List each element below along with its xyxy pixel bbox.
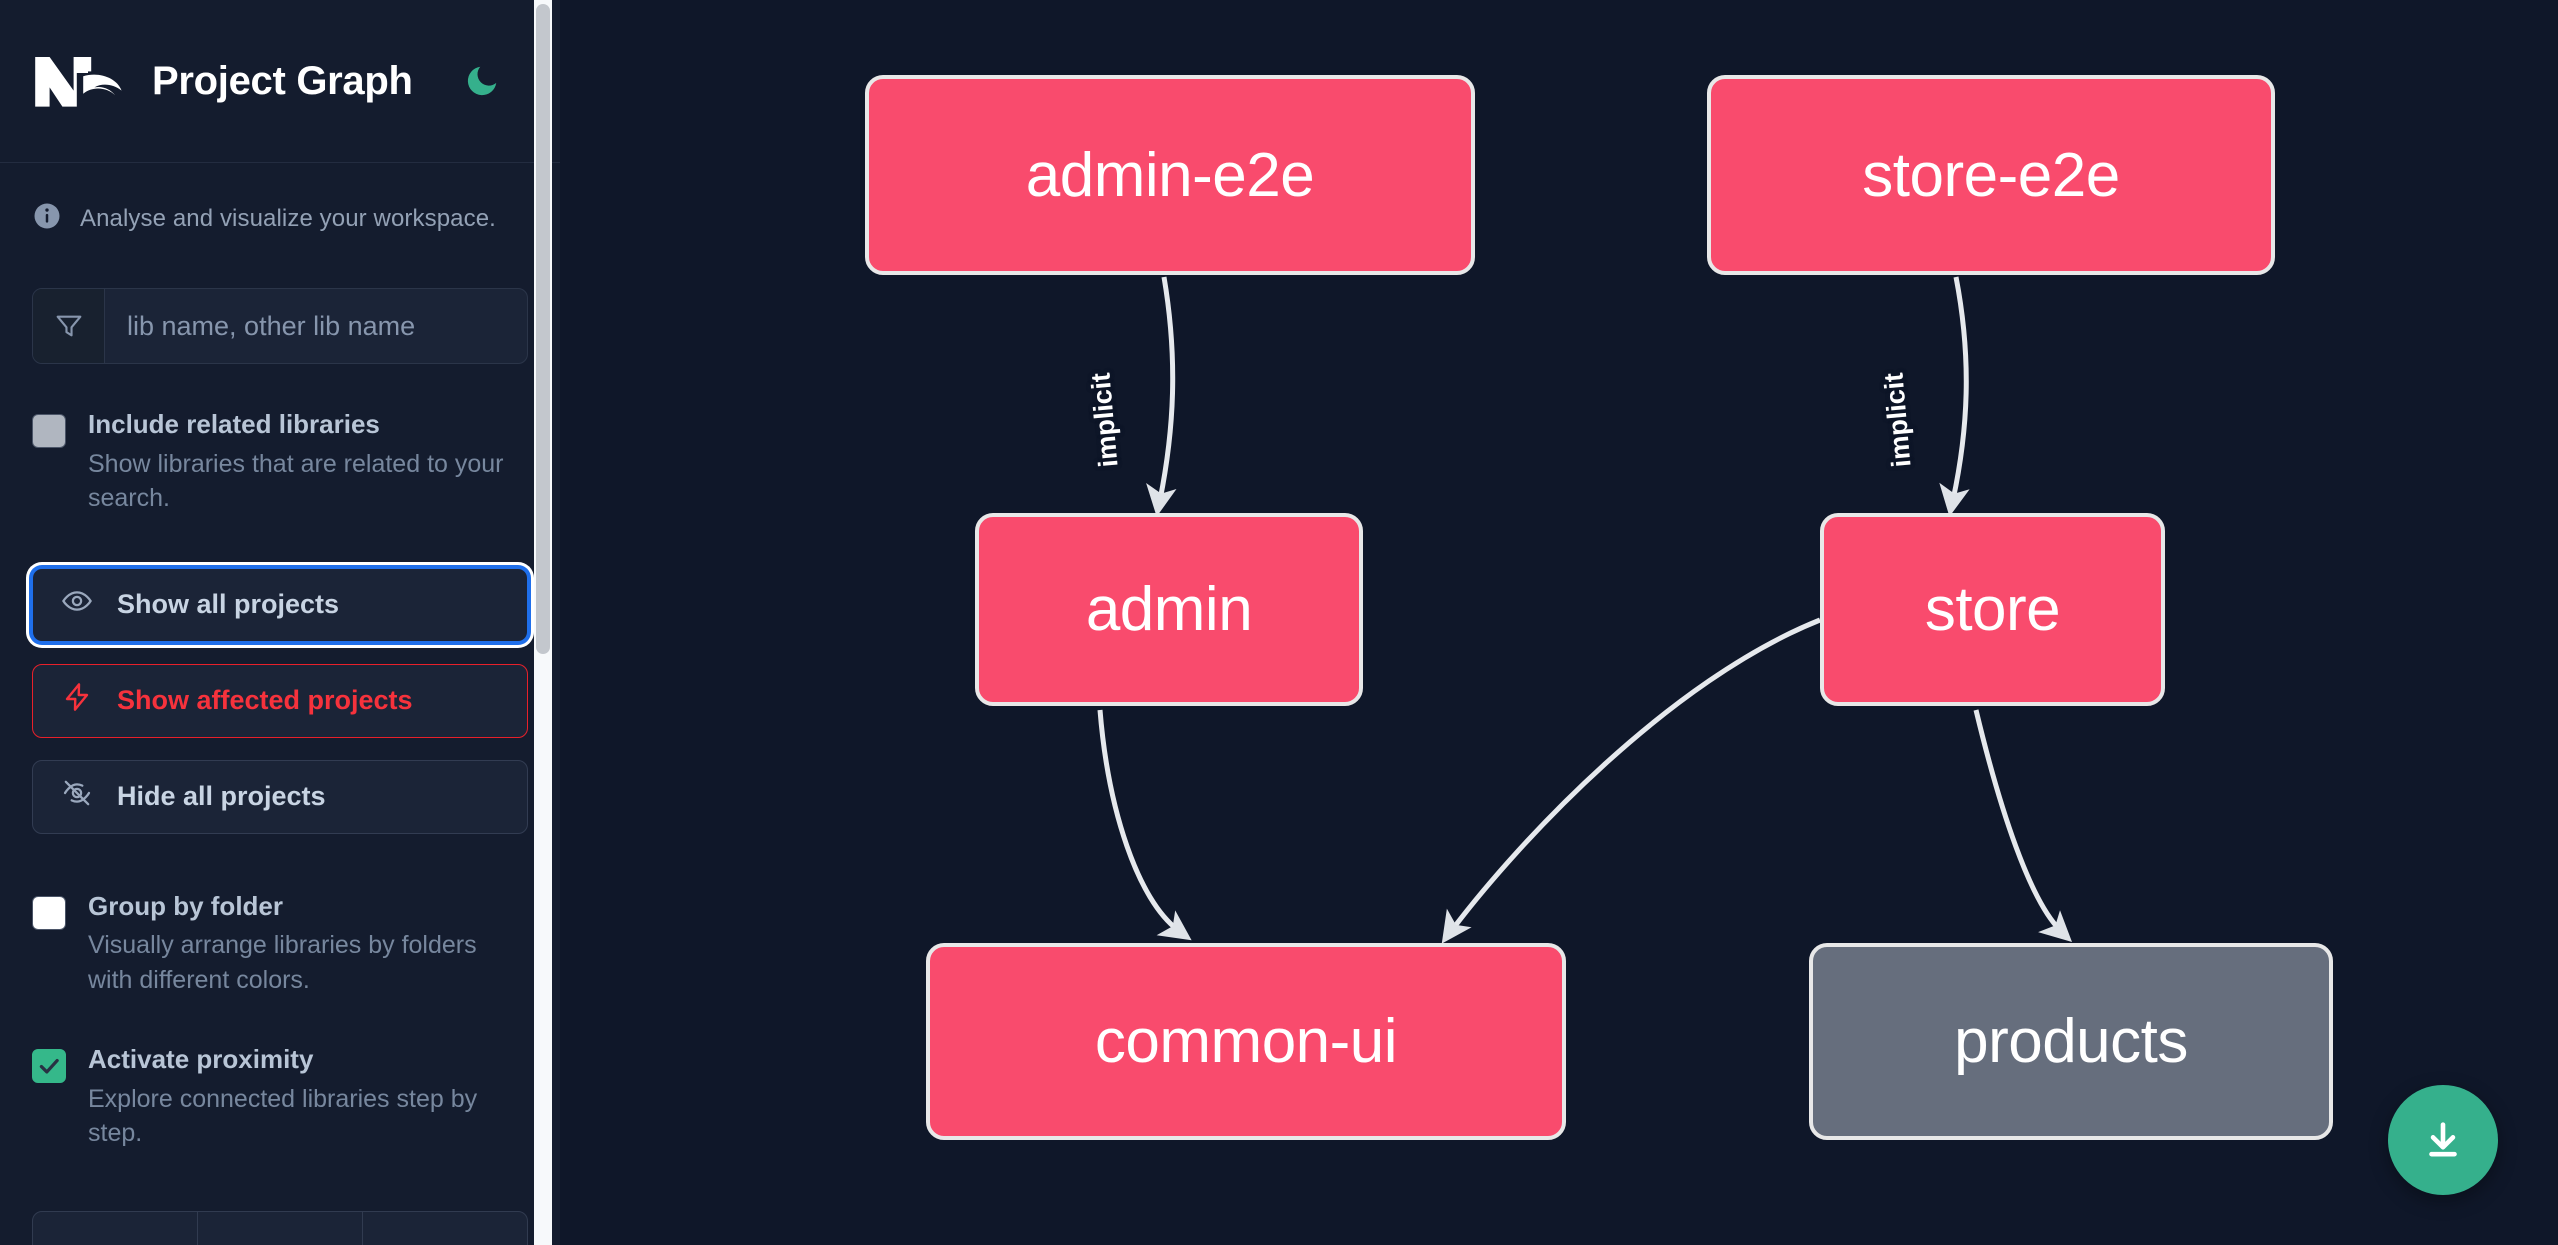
moon-icon[interactable] — [459, 58, 505, 104]
graph-node-label: common-ui — [1094, 1007, 1398, 1076]
checkbox-group-by-folder[interactable]: Group by folder Visually arrange librari… — [32, 890, 528, 998]
sidebar: Project Graph Analyse and visualize your… — [0, 0, 560, 1245]
show-all-projects-button[interactable]: Show all projects — [32, 567, 528, 642]
lightning-bolt-icon — [61, 681, 93, 720]
checkbox-activate-proximity[interactable]: Activate proximity Explore connected lib… — [32, 1043, 528, 1151]
project-visibility-buttons: Show all projects Show affected projects — [32, 567, 528, 834]
show-affected-projects-button[interactable]: Show affected projects — [32, 663, 528, 738]
filter-funnel-icon — [33, 289, 105, 363]
search-input[interactable] — [105, 289, 527, 363]
graph-node-store-e2e[interactable]: store-e2e — [1707, 75, 2275, 275]
checkbox-desc-activate-proximity: Explore connected libraries step by step… — [88, 1084, 478, 1148]
checkbox-label-activate-proximity: Activate proximity — [88, 1044, 314, 1074]
info-text: Analyse and visualize your workspace. — [80, 204, 496, 232]
show-affected-projects-label: Show affected projects — [117, 685, 413, 715]
graph-node-label: admin-e2e — [1025, 140, 1315, 210]
hide-all-projects-button[interactable]: Hide all projects — [32, 759, 528, 834]
checkbox-box-activate-proximity[interactable] — [32, 1049, 66, 1083]
info-icon — [32, 201, 62, 236]
segment-1[interactable] — [33, 1212, 198, 1245]
graph-node-store[interactable]: store — [1820, 513, 2165, 706]
segment-3[interactable] — [363, 1212, 527, 1245]
sidebar-scrollbar-thumb[interactable] — [536, 4, 550, 654]
checkbox-box-include-related[interactable] — [32, 414, 66, 448]
segmented-control-partial[interactable] — [32, 1211, 528, 1245]
show-all-projects-label: Show all projects — [117, 589, 340, 619]
graph-node-products[interactable]: products — [1809, 943, 2333, 1140]
checkbox-label-group-by-folder: Group by folder — [88, 890, 283, 921]
page-title: Project Graph — [152, 58, 413, 103]
graph-node-admin[interactable]: admin — [975, 513, 1363, 706]
nx-logo-icon — [32, 52, 128, 110]
checkbox-desc-group-by-folder: Visually arrange libraries by folders wi… — [88, 931, 477, 994]
graph-edges — [1097, 276, 2073, 944]
filter-search-box[interactable] — [32, 288, 528, 364]
checkbox-desc-include-related: Show libraries that are related to your … — [88, 449, 504, 513]
hide-all-projects-label: Hide all projects — [117, 781, 326, 811]
checkbox-box-group-by-folder[interactable] — [32, 895, 66, 930]
graph-node-label: products — [1954, 1007, 2188, 1076]
graph-node-label: admin — [1085, 575, 1253, 644]
eye-off-icon — [61, 777, 93, 816]
sidebar-body: Analyse and visualize your workspace. In… — [0, 163, 560, 1151]
checkbox-include-related-libraries[interactable]: Include related libraries Show libraries… — [32, 408, 528, 516]
segment-2[interactable] — [198, 1212, 363, 1245]
sidebar-scrollbar[interactable] — [534, 0, 552, 1245]
graph-node-label: store — [1924, 575, 2061, 644]
graph-node-label: store-e2e — [1862, 140, 2120, 210]
download-button[interactable] — [2388, 1085, 2498, 1195]
graph-canvas[interactable]: admin-e2e store-e2e admin store common-u… — [560, 0, 2558, 1245]
sidebar-header: Project Graph — [0, 0, 560, 163]
graph-node-admin-e2e[interactable]: admin-e2e — [865, 75, 1475, 275]
eye-icon — [61, 585, 93, 624]
info-banner: Analyse and visualize your workspace. — [32, 163, 528, 236]
checkbox-label-include-related: Include related libraries — [88, 409, 380, 439]
graph-node-common-ui[interactable]: common-ui — [926, 943, 1566, 1140]
